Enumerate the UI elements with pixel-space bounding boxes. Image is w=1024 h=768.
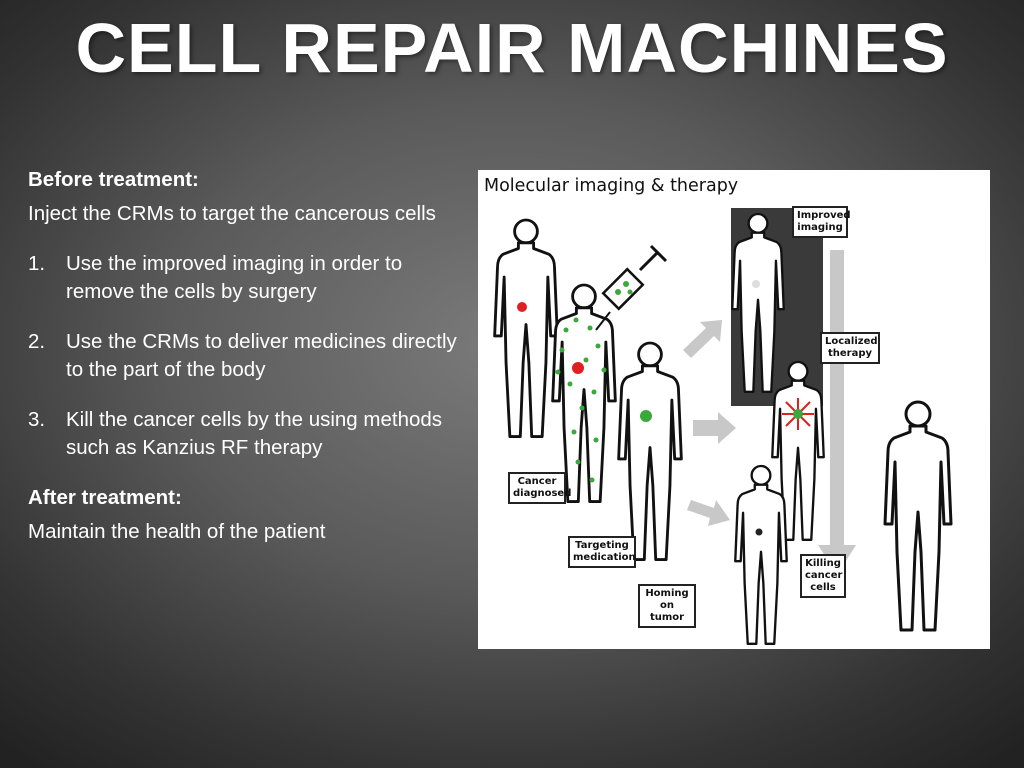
step-item-3: 3. Kill the cancer cells by the using me… (28, 406, 458, 462)
figure-illustration (493, 208, 953, 646)
label-targeting-medication: Targeting medication (568, 536, 636, 568)
tumor-marker (572, 362, 584, 374)
label-improved-imaging: Improved imaging (792, 206, 851, 238)
step-number: 3. (28, 408, 46, 431)
tumor-marker (640, 410, 652, 422)
patient-figure-imaging (731, 212, 785, 394)
after-heading: After treatment: (28, 486, 182, 509)
step-number: 1. (28, 252, 46, 275)
figure-title: Molecular imaging & therapy (484, 176, 739, 196)
arrow-icon (683, 250, 856, 575)
step-item-2: 2. Use the CRMs to deliver medicines dir… (28, 328, 458, 384)
slide-body: Before treatment: Inject the CRMs to tar… (28, 166, 458, 546)
before-text: Inject the CRMs to target the cancerous … (28, 202, 436, 225)
patient-figure-targeting (551, 283, 617, 504)
label-homing-on-tumor: Homing on tumor (638, 584, 696, 628)
molecular-imaging-figure: Molecular imaging & therapy Cancer diagn… (478, 170, 990, 649)
step-number: 2. (28, 330, 46, 353)
patient-figure-localized (771, 360, 825, 542)
patient-figure-homing (617, 341, 683, 562)
patient-figure-diagnosed (493, 218, 559, 439)
before-heading: Before treatment: (28, 168, 199, 191)
label-killing-cancer-cells: Killing cancer cells (800, 554, 846, 598)
patient-figure-killing (734, 464, 788, 646)
tumor-marker (755, 528, 763, 536)
after-text: Maintain the health of the patient (28, 520, 326, 543)
label-cancer-diagnosed: Cancer diagnosed (508, 472, 571, 504)
step-text: Use the improved imaging in order to rem… (66, 252, 403, 303)
step-item-1: 1. Use the improved imaging in order to … (28, 250, 458, 306)
step-text: Use the CRMs to deliver medicines direct… (66, 330, 457, 381)
patient-figure-healthy (883, 400, 953, 632)
slide-title: CELL REPAIR MACHINES (75, 9, 949, 87)
tumor-marker (517, 302, 527, 312)
tumor-marker (752, 280, 760, 288)
syringe-icon (595, 244, 668, 331)
label-localized-therapy: Localized therapy (820, 332, 880, 364)
medication-particles (555, 317, 607, 483)
step-text: Kill the cancer cells by the using metho… (66, 408, 443, 459)
